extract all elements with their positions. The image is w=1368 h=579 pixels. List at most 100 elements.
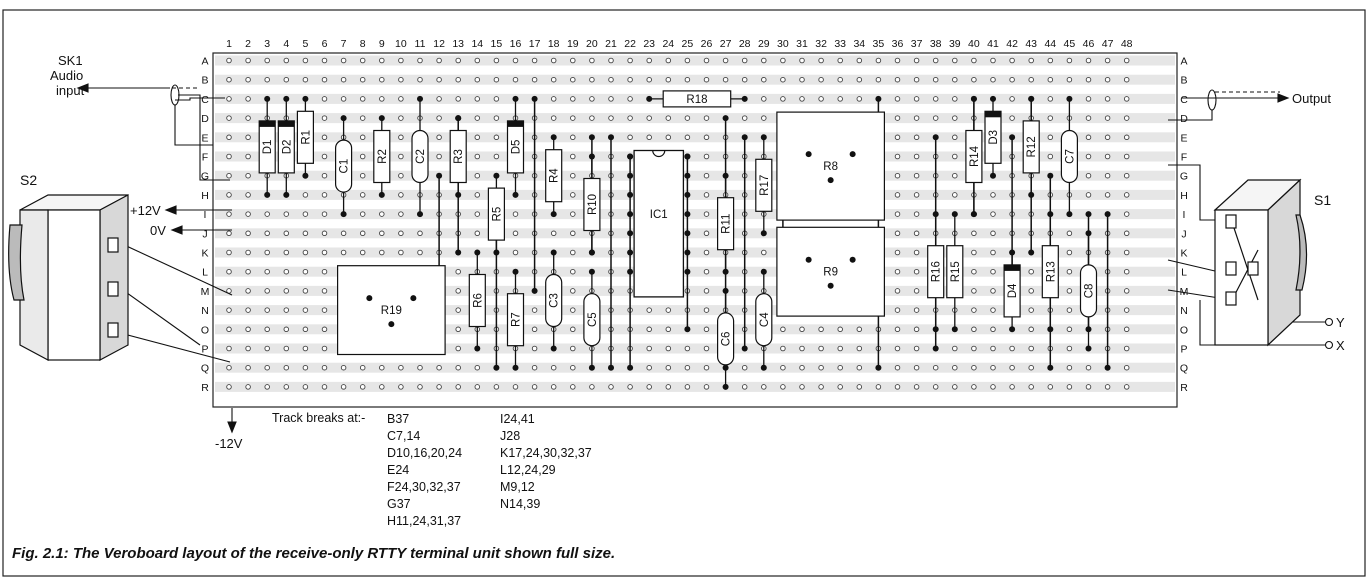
label-r18: R18: [686, 94, 707, 106]
hole: [722, 57, 729, 64]
row-letter-left-J: J: [202, 228, 207, 240]
hole: [417, 230, 423, 237]
sk1-audio-label: Audio: [50, 68, 83, 83]
hole: [837, 345, 843, 352]
label-r17: R17: [759, 175, 771, 196]
hole: [417, 57, 423, 64]
copper-strip-N: [215, 305, 1175, 316]
track-break-b: M9,12: [500, 480, 535, 494]
hole: [493, 384, 500, 390]
hole: [359, 230, 366, 237]
hole: [321, 192, 328, 198]
hole: [703, 115, 710, 121]
hole: [1085, 384, 1092, 390]
hole: [512, 76, 519, 83]
hole: [703, 134, 710, 141]
hole: [379, 57, 385, 64]
solder-dot: [932, 345, 939, 352]
hole: [570, 96, 576, 102]
hole: [952, 364, 958, 371]
hole: [894, 172, 901, 179]
row-letter-left-P: P: [201, 344, 208, 356]
hole: [1123, 153, 1130, 160]
hole: [245, 384, 251, 390]
hole: [703, 364, 710, 371]
hole: [398, 230, 404, 237]
column-number-37: 37: [911, 38, 923, 50]
hole: [703, 153, 710, 160]
column-number-17: 17: [529, 38, 541, 50]
hole: [226, 96, 232, 102]
hole: [245, 57, 251, 64]
hole: [780, 57, 786, 64]
hole: [665, 364, 672, 371]
hole: [856, 364, 863, 371]
hole: [1123, 230, 1130, 237]
solder-dot: [1047, 172, 1054, 179]
hole: [780, 384, 786, 390]
solder-dot: [1104, 364, 1111, 371]
hole: [741, 384, 748, 390]
hole: [741, 76, 748, 83]
column-number-5: 5: [302, 38, 308, 50]
hole: [1085, 172, 1092, 179]
hole: [550, 57, 557, 64]
hole: [302, 211, 309, 217]
hole: [1028, 384, 1034, 390]
hole: [684, 134, 691, 141]
hole: [398, 96, 404, 102]
hole: [1123, 364, 1130, 371]
switch-s1: [1213, 178, 1308, 347]
row-letter-left-Q: Q: [201, 363, 209, 375]
label-ic1: IC1: [650, 209, 668, 221]
hole: [226, 57, 232, 64]
column-number-15: 15: [491, 38, 503, 50]
hole: [1009, 57, 1015, 64]
hole: [226, 134, 232, 141]
solder-dot: [531, 95, 538, 102]
hole: [952, 76, 958, 83]
hole: [359, 364, 366, 371]
label-r12: R12: [1026, 136, 1038, 157]
hole: [398, 57, 404, 64]
column-number-7: 7: [341, 38, 347, 50]
hole: [741, 115, 748, 121]
label-d4: D4: [1007, 283, 1019, 298]
hole: [856, 326, 863, 333]
hole: [226, 268, 232, 275]
hole: [971, 230, 977, 237]
row-letter-right-K: K: [1180, 248, 1187, 260]
hole: [799, 345, 805, 352]
row-letter-left-I: I: [204, 209, 207, 221]
hole: [1066, 230, 1073, 237]
column-number-10: 10: [395, 38, 407, 50]
hole: [1066, 76, 1073, 83]
hole: [245, 230, 251, 237]
hole: [894, 268, 901, 275]
column-number-16: 16: [510, 38, 522, 50]
hole: [990, 268, 996, 275]
hole: [741, 57, 748, 64]
component-d1: D1: [258, 95, 276, 198]
hole: [226, 364, 232, 371]
hole: [971, 249, 977, 256]
hole: [971, 268, 977, 275]
hole: [474, 57, 481, 64]
hole: [1123, 192, 1130, 198]
column-number-25: 25: [682, 38, 694, 50]
column-number-3: 3: [264, 38, 270, 50]
label-r6: R6: [472, 293, 484, 308]
hole: [589, 384, 595, 390]
hole: [722, 76, 729, 83]
hole: [570, 384, 576, 390]
hole: [894, 153, 901, 160]
hole: [245, 76, 251, 83]
column-number-24: 24: [662, 38, 674, 50]
hole: [245, 211, 251, 217]
hole: [245, 115, 251, 121]
column-number-26: 26: [701, 38, 713, 50]
row-letter-right-D: D: [1180, 113, 1188, 125]
component-ic1: IC1: [627, 149, 691, 298]
